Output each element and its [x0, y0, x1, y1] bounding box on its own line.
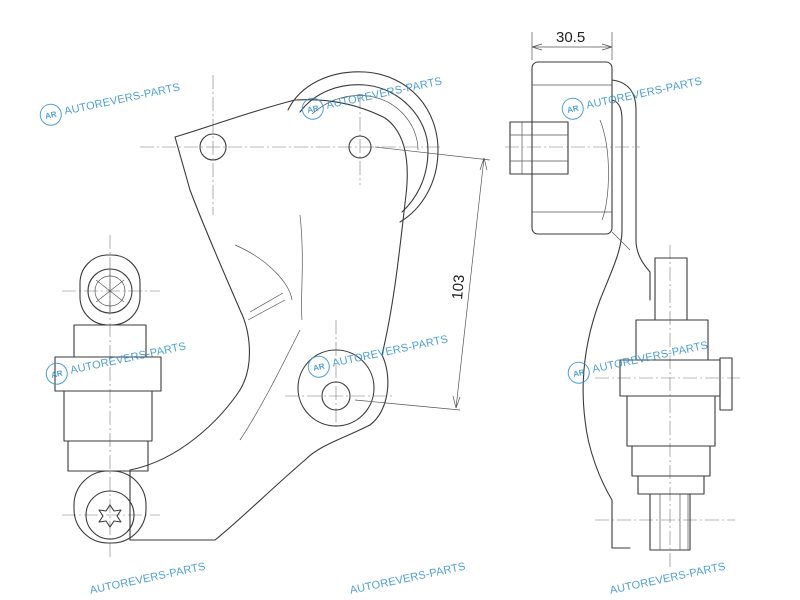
dimension-103 — [354, 146, 491, 411]
side-view: 30.5 — [505, 29, 740, 570]
damper-side — [619, 257, 733, 551]
watermark-logo-icon: AR — [565, 359, 592, 386]
hydraulic-damper — [54, 254, 162, 544]
dimension-30-5 — [531, 32, 613, 60]
watermark-logo-icon: AR — [305, 353, 332, 380]
bracket-side — [582, 79, 651, 549]
watermark-logo-icon: AR — [43, 360, 70, 387]
watermark-logo-icon: AR — [559, 95, 586, 122]
watermark-logo-icon: AR — [299, 95, 326, 122]
pulley-side — [509, 61, 613, 235]
dimension-103-label: 103 — [449, 274, 468, 300]
watermark-logo-icon: AR — [37, 101, 64, 128]
pulley — [287, 71, 439, 223]
tensioner-arm — [129, 99, 408, 541]
dimension-30-5-label: 30.5 — [556, 29, 585, 46]
front-view: 103 — [54, 71, 491, 560]
